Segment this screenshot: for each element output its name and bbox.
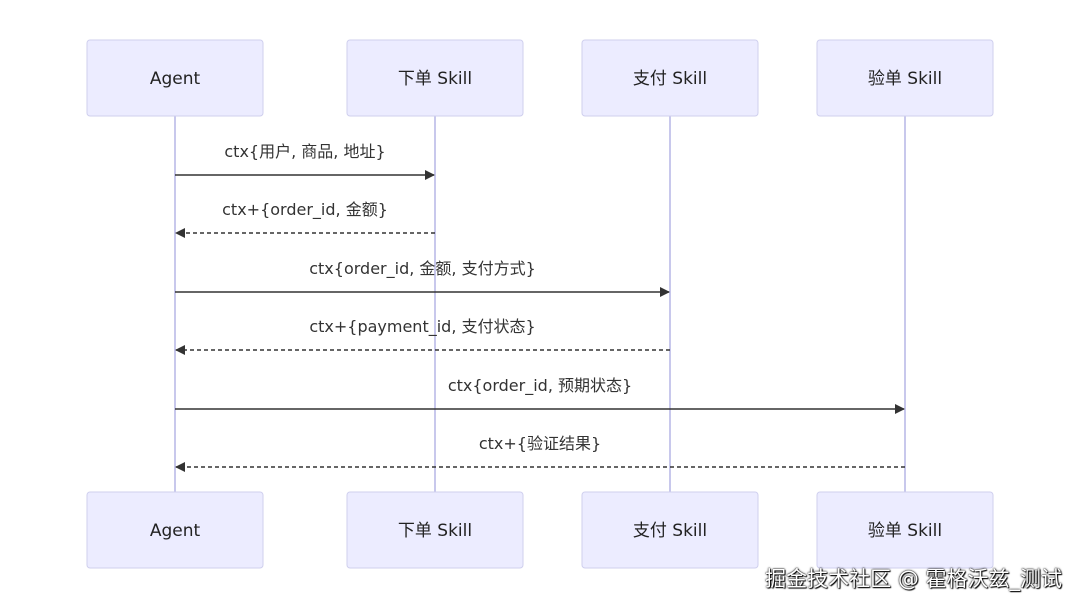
actor-pay-top: 支付 Skill [581,39,759,117]
message-label: ctx+{验证结果} [479,434,601,453]
actor-box [816,39,994,117]
actor-label: 验单 Skill [868,521,942,541]
actor-label: 支付 Skill [633,69,707,89]
actor-box [816,491,994,569]
message-label: ctx+{payment_id, 支付状态} [309,317,535,337]
actor-label: 验单 Skill [868,69,942,89]
message-label: ctx{order_id, 预期状态} [448,376,632,396]
actor-box [86,491,264,569]
actor-box [346,491,524,569]
actor-box [581,39,759,117]
actor-label: 下单 Skill [398,521,472,541]
messages: ctx{用户, 商品, 地址} ctx+{order_id, 金额} ctx{ord… [175,142,905,472]
message-3: ctx{order_id, 金额, 支付方式} [175,259,670,297]
actor-order-top: 下单 Skill [346,39,524,117]
message-5: ctx{order_id, 预期状态} [175,376,905,414]
actor-agent-bottom: Agent [86,491,264,569]
actor-verify-bottom: 验单 Skill [816,491,994,569]
message-6: ctx+{验证结果} [175,434,905,472]
actor-label: Agent [150,521,201,541]
message-label: ctx{用户, 商品, 地址} [224,142,385,161]
message-1: ctx{用户, 商品, 地址} [175,142,435,180]
actor-label: Agent [150,69,201,89]
actor-verify-top: 验单 Skill [816,39,994,117]
actor-pay-bottom: 支付 Skill [581,491,759,569]
message-4: ctx+{payment_id, 支付状态} [175,317,670,355]
message-label: ctx+{order_id, 金额} [222,200,388,220]
actor-label: 下单 Skill [398,69,472,89]
actor-box [346,39,524,117]
watermark: 掘金技术社区 @ 霍格沃兹_测试 [765,567,1062,591]
actor-box [581,491,759,569]
message-2: ctx+{order_id, 金额} [175,200,435,238]
actor-box [86,39,264,117]
lifelines [174,116,906,492]
actor-agent-top: Agent [86,39,264,117]
actor-label: 支付 Skill [633,521,707,541]
actor-order-bottom: 下单 Skill [346,491,524,569]
message-label: ctx{order_id, 金额, 支付方式} [309,259,536,279]
